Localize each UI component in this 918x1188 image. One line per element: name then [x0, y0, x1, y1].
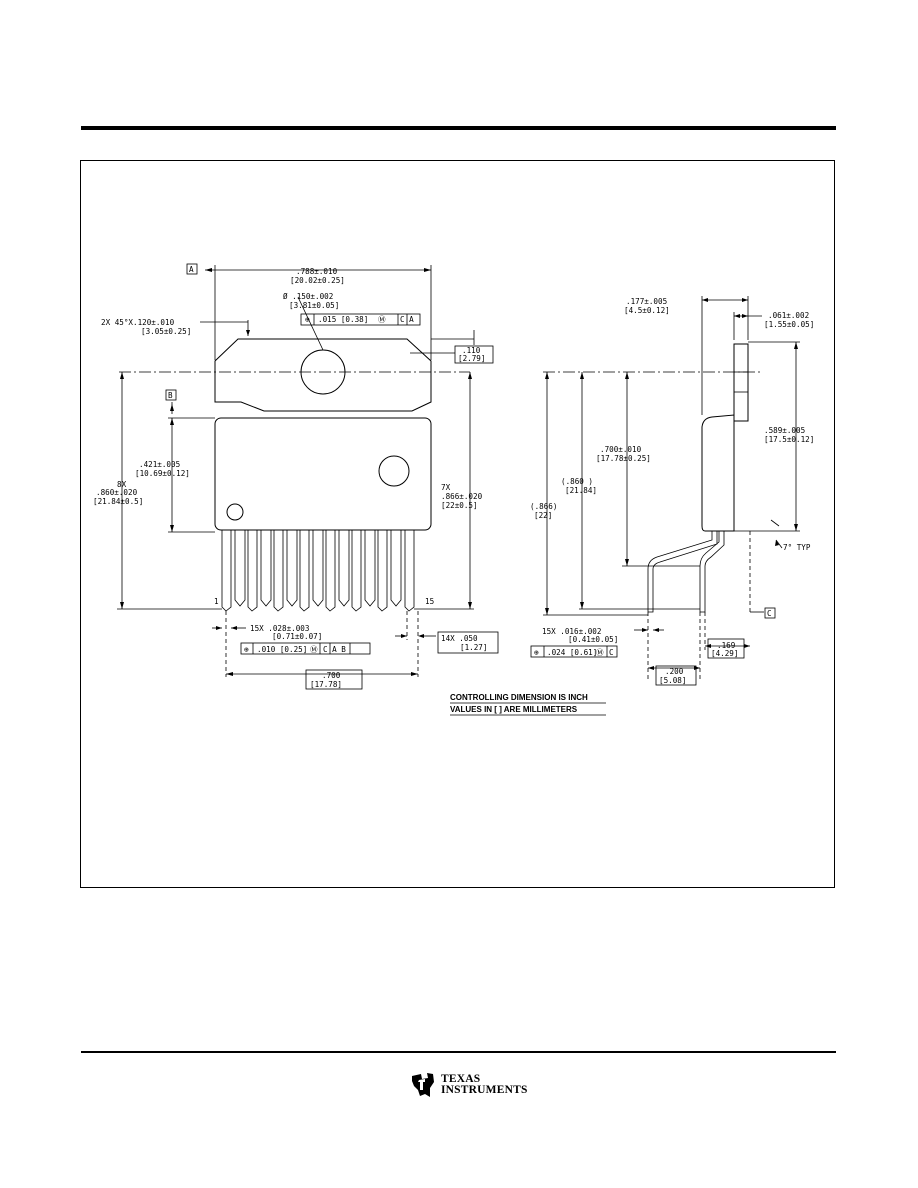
side-ref860-in: (.860 ) [561, 477, 593, 486]
ti-logo-text: TEXAS INSTRUMENTS [441, 1073, 528, 1096]
pin-last-label: 15 [425, 597, 434, 606]
offset200-mm: [5.08] [659, 676, 686, 685]
side-mmc-icon: Ⓜ [596, 648, 604, 657]
top-width-mm: [20.02±0.25] [290, 276, 345, 285]
drawing-frame [80, 160, 835, 888]
lead-width-in: 15X .028±.003 [250, 624, 309, 633]
tab-t-mm: [1.55±0.05] [764, 320, 814, 329]
package-body [214, 417, 432, 531]
lead-width-mm: [0.71±0.07] [272, 632, 322, 641]
side-body [701, 414, 735, 532]
hole-dia-mm: [3.81±0.05] [289, 301, 339, 310]
front-leads [221, 530, 415, 612]
offset169-in: .169 [717, 641, 736, 650]
pin-first-label: 1 [214, 597, 219, 606]
side-ref860-mm: [21.84] [565, 486, 597, 495]
heatsink-tab [214, 338, 432, 412]
pin1-mark [226, 503, 244, 521]
datum-b-label: B [168, 391, 173, 400]
overall-len-mm: [21.84±0.5] [93, 497, 143, 506]
note-line-2: VALUES IN [ ] ARE MILLIMETERS [450, 705, 578, 714]
note-line-1: CONTROLLING DIMENSION IS INCH [450, 693, 588, 702]
pitch-in: 14X .050 [441, 634, 478, 643]
lead-span-mm: [22±0.5] [441, 501, 478, 510]
row-len-mm: [17.78] [310, 680, 342, 689]
hole-fcf-datums: C A [400, 315, 414, 324]
hole-dia-in: Ø .150±.002 [283, 292, 333, 301]
side-thk-in: .177±.005 [626, 297, 667, 306]
row-len-in: .700 [322, 671, 341, 680]
tab-thk-mm: [2.79] [458, 354, 485, 363]
header-rule [81, 126, 836, 130]
lead-fcf-datums: C A B [323, 645, 346, 654]
chamfer-mm: [3.05±0.25] [141, 327, 191, 336]
offset169-mm: [4.29] [711, 649, 738, 658]
side-ref866-in: (.866) [530, 502, 557, 511]
footer-rule [81, 1051, 836, 1053]
logo-line-1: TEXAS [441, 1073, 481, 1085]
hole-to-body-in: .421±.005 [139, 460, 180, 469]
ti-logo: TEXAS INSTRUMENTS [408, 1070, 528, 1100]
body-dimple-large [378, 455, 410, 487]
top-width-in: .788±.010 [296, 267, 338, 276]
side-tab [733, 343, 749, 422]
overall-len-in: .860±.020 [96, 488, 138, 497]
fcf-symbol-icon: ⊕ [305, 315, 310, 324]
hole-fcf-value: .015 [0.38] [318, 315, 368, 324]
chamfer-in: 2X 45°X.120±.010 [101, 318, 175, 327]
side-len-mm: [17.5±0.12] [764, 435, 814, 444]
side-fcf-symbol-icon: ⊕ [534, 648, 539, 657]
tab-thk-in: .110 [462, 346, 481, 355]
ti-logo-icon [412, 1073, 434, 1097]
lead-fcf-symbol-icon: ⊕ [244, 645, 249, 654]
side-fcf-datum: C [609, 648, 614, 657]
lead-span-count: 7X [441, 483, 451, 492]
side-leadw-in: 15X .016±.002 [542, 627, 601, 636]
side-ref866-mm: [22] [534, 511, 552, 520]
side-thk-mm: [4.5±0.12] [624, 306, 670, 315]
lead-mmc-icon: Ⓜ [310, 645, 318, 654]
lead-fcf-value: .010 [0.25] [257, 645, 307, 654]
offset200-in: .200 [665, 667, 684, 676]
side-len-in: .589±.005 [764, 426, 805, 435]
side-lead-in: .700±.010 [600, 445, 642, 454]
datum-a-label: A [189, 265, 194, 274]
mmc-icon: Ⓜ [378, 315, 386, 324]
tab-t-in: .061±.002 [768, 311, 809, 320]
hole-to-body-mm: [10.69±0.12] [135, 469, 190, 478]
pitch-mm: [1.27] [460, 643, 487, 652]
side-leadw-mm: [0.41±0.05] [568, 635, 618, 644]
side-lead [647, 531, 718, 613]
side-lead-mm: [17.78±0.25] [596, 454, 651, 463]
overall-len-count: 8X [117, 480, 127, 489]
datum-c-label: C [767, 609, 772, 618]
side-fcf-value: .024 [0.61] [547, 648, 597, 657]
lead-span-in: .866±.020 [441, 492, 483, 501]
angle-label: 7° TYP [783, 543, 811, 552]
logo-line-2: INSTRUMENTS [441, 1084, 528, 1096]
